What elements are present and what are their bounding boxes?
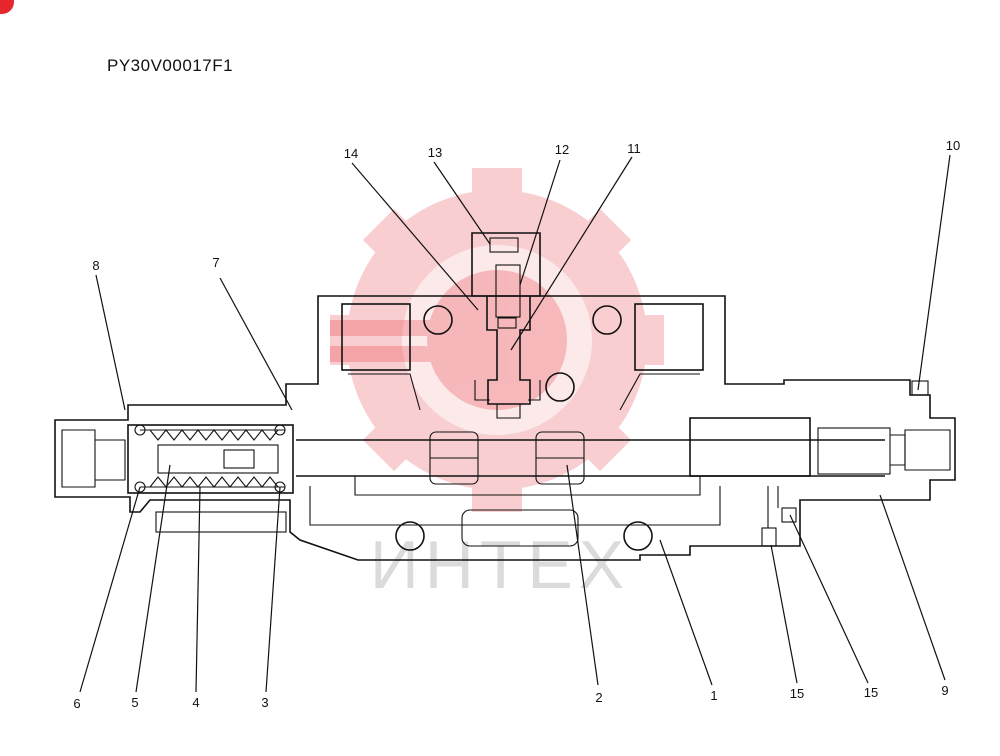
callout-14: 14	[344, 146, 358, 161]
callout-11: 11	[627, 141, 641, 156]
callout-10: 10	[946, 138, 960, 153]
callout-15-right: 15	[864, 685, 878, 700]
callout-8: 8	[92, 258, 99, 273]
bolt-hole-lower-left	[395, 521, 425, 551]
callout-7: 7	[212, 255, 219, 270]
callout-13: 13	[428, 145, 442, 160]
callout-5: 5	[131, 695, 138, 710]
bolt-hole-center	[545, 372, 575, 402]
leader-lines	[79, 154, 951, 693]
callout-6: 6	[73, 696, 80, 711]
callout-9: 9	[941, 683, 948, 698]
document-code: PY30V00017F1	[107, 56, 234, 75]
callout-1: 1	[710, 688, 717, 703]
relief-valve	[474, 264, 541, 419]
plug-assembly	[761, 486, 797, 547]
callout-2: 2	[595, 690, 602, 705]
spool-bore	[296, 417, 891, 547]
bolt-hole-upper-left	[423, 305, 453, 335]
valve-housing	[54, 232, 956, 561]
callout-15-left: 15	[790, 686, 804, 701]
callout-12: 12	[555, 142, 569, 157]
watermark-text: ИНТЕХ	[370, 527, 630, 603]
bolt-hole-lower-right	[623, 521, 653, 551]
callout-4: 4	[192, 695, 199, 710]
spring-assembly	[127, 424, 294, 533]
callout-3: 3	[261, 695, 268, 710]
port-right	[619, 303, 704, 411]
port-left	[341, 303, 421, 411]
bolt-hole-upper-right	[592, 305, 622, 335]
